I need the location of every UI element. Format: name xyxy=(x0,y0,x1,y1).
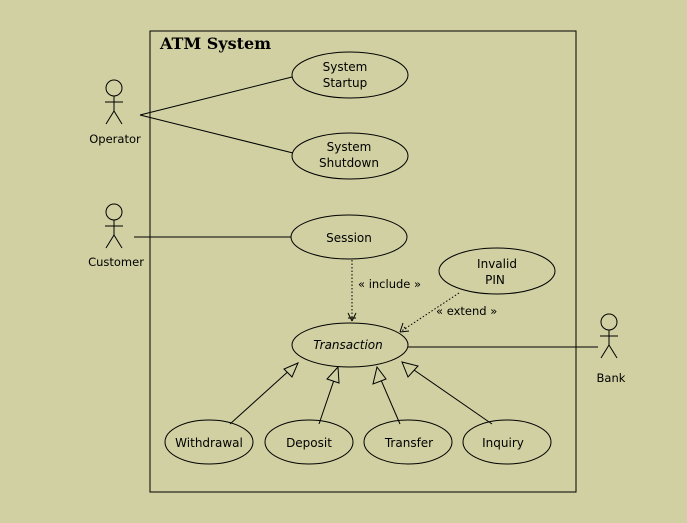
svg-text:Inquiry: Inquiry xyxy=(482,436,524,450)
svg-text:Startup: Startup xyxy=(323,76,368,90)
actor-operator: Operator xyxy=(89,79,141,146)
svg-text:Transaction: Transaction xyxy=(313,338,382,352)
actor-customer: Customer xyxy=(88,203,144,269)
actor-operator-label: Operator xyxy=(89,132,141,146)
extend-relation xyxy=(399,292,460,333)
svg-text:Session: Session xyxy=(326,231,372,245)
svg-text:Deposit: Deposit xyxy=(286,436,332,450)
svg-text:Transfer: Transfer xyxy=(384,436,433,450)
system-title: ATM System xyxy=(159,34,271,53)
include-relation xyxy=(347,260,357,322)
use-case-withdrawal: Withdrawal xyxy=(164,419,254,465)
generalization-inquiry xyxy=(401,361,493,425)
use-case-deposit: Deposit xyxy=(264,419,354,465)
svg-text:System: System xyxy=(327,140,372,154)
use-case-transaction: Transaction xyxy=(291,322,409,368)
actor-bank: Bank xyxy=(597,313,626,385)
generalization-deposit xyxy=(318,365,340,425)
association-operator-shutdown xyxy=(139,114,294,154)
use-case-session: Session xyxy=(290,214,408,260)
use-case-system-shutdown: System Shutdown xyxy=(291,132,409,180)
include-label: « include » xyxy=(358,277,421,291)
extend-label: « extend » xyxy=(436,304,497,318)
svg-text:PIN: PIN xyxy=(485,273,505,287)
use-case-inquiry: Inquiry xyxy=(462,419,552,465)
use-case-transfer: Transfer xyxy=(363,419,453,465)
system-boundary xyxy=(149,30,577,493)
generalization-withdrawal xyxy=(229,362,299,425)
svg-text:System: System xyxy=(323,60,368,74)
actor-bank-label: Bank xyxy=(597,371,626,385)
association-operator-startup xyxy=(139,76,293,116)
svg-text:Withdrawal: Withdrawal xyxy=(175,436,243,450)
use-case-invalid-pin: Invalid PIN xyxy=(438,247,556,295)
svg-text:Invalid: Invalid xyxy=(477,257,517,271)
svg-text:Shutdown: Shutdown xyxy=(319,156,379,170)
use-case-system-startup: System Startup xyxy=(291,51,409,99)
actor-customer-label: Customer xyxy=(88,255,144,269)
generalization-transfer xyxy=(372,365,401,425)
